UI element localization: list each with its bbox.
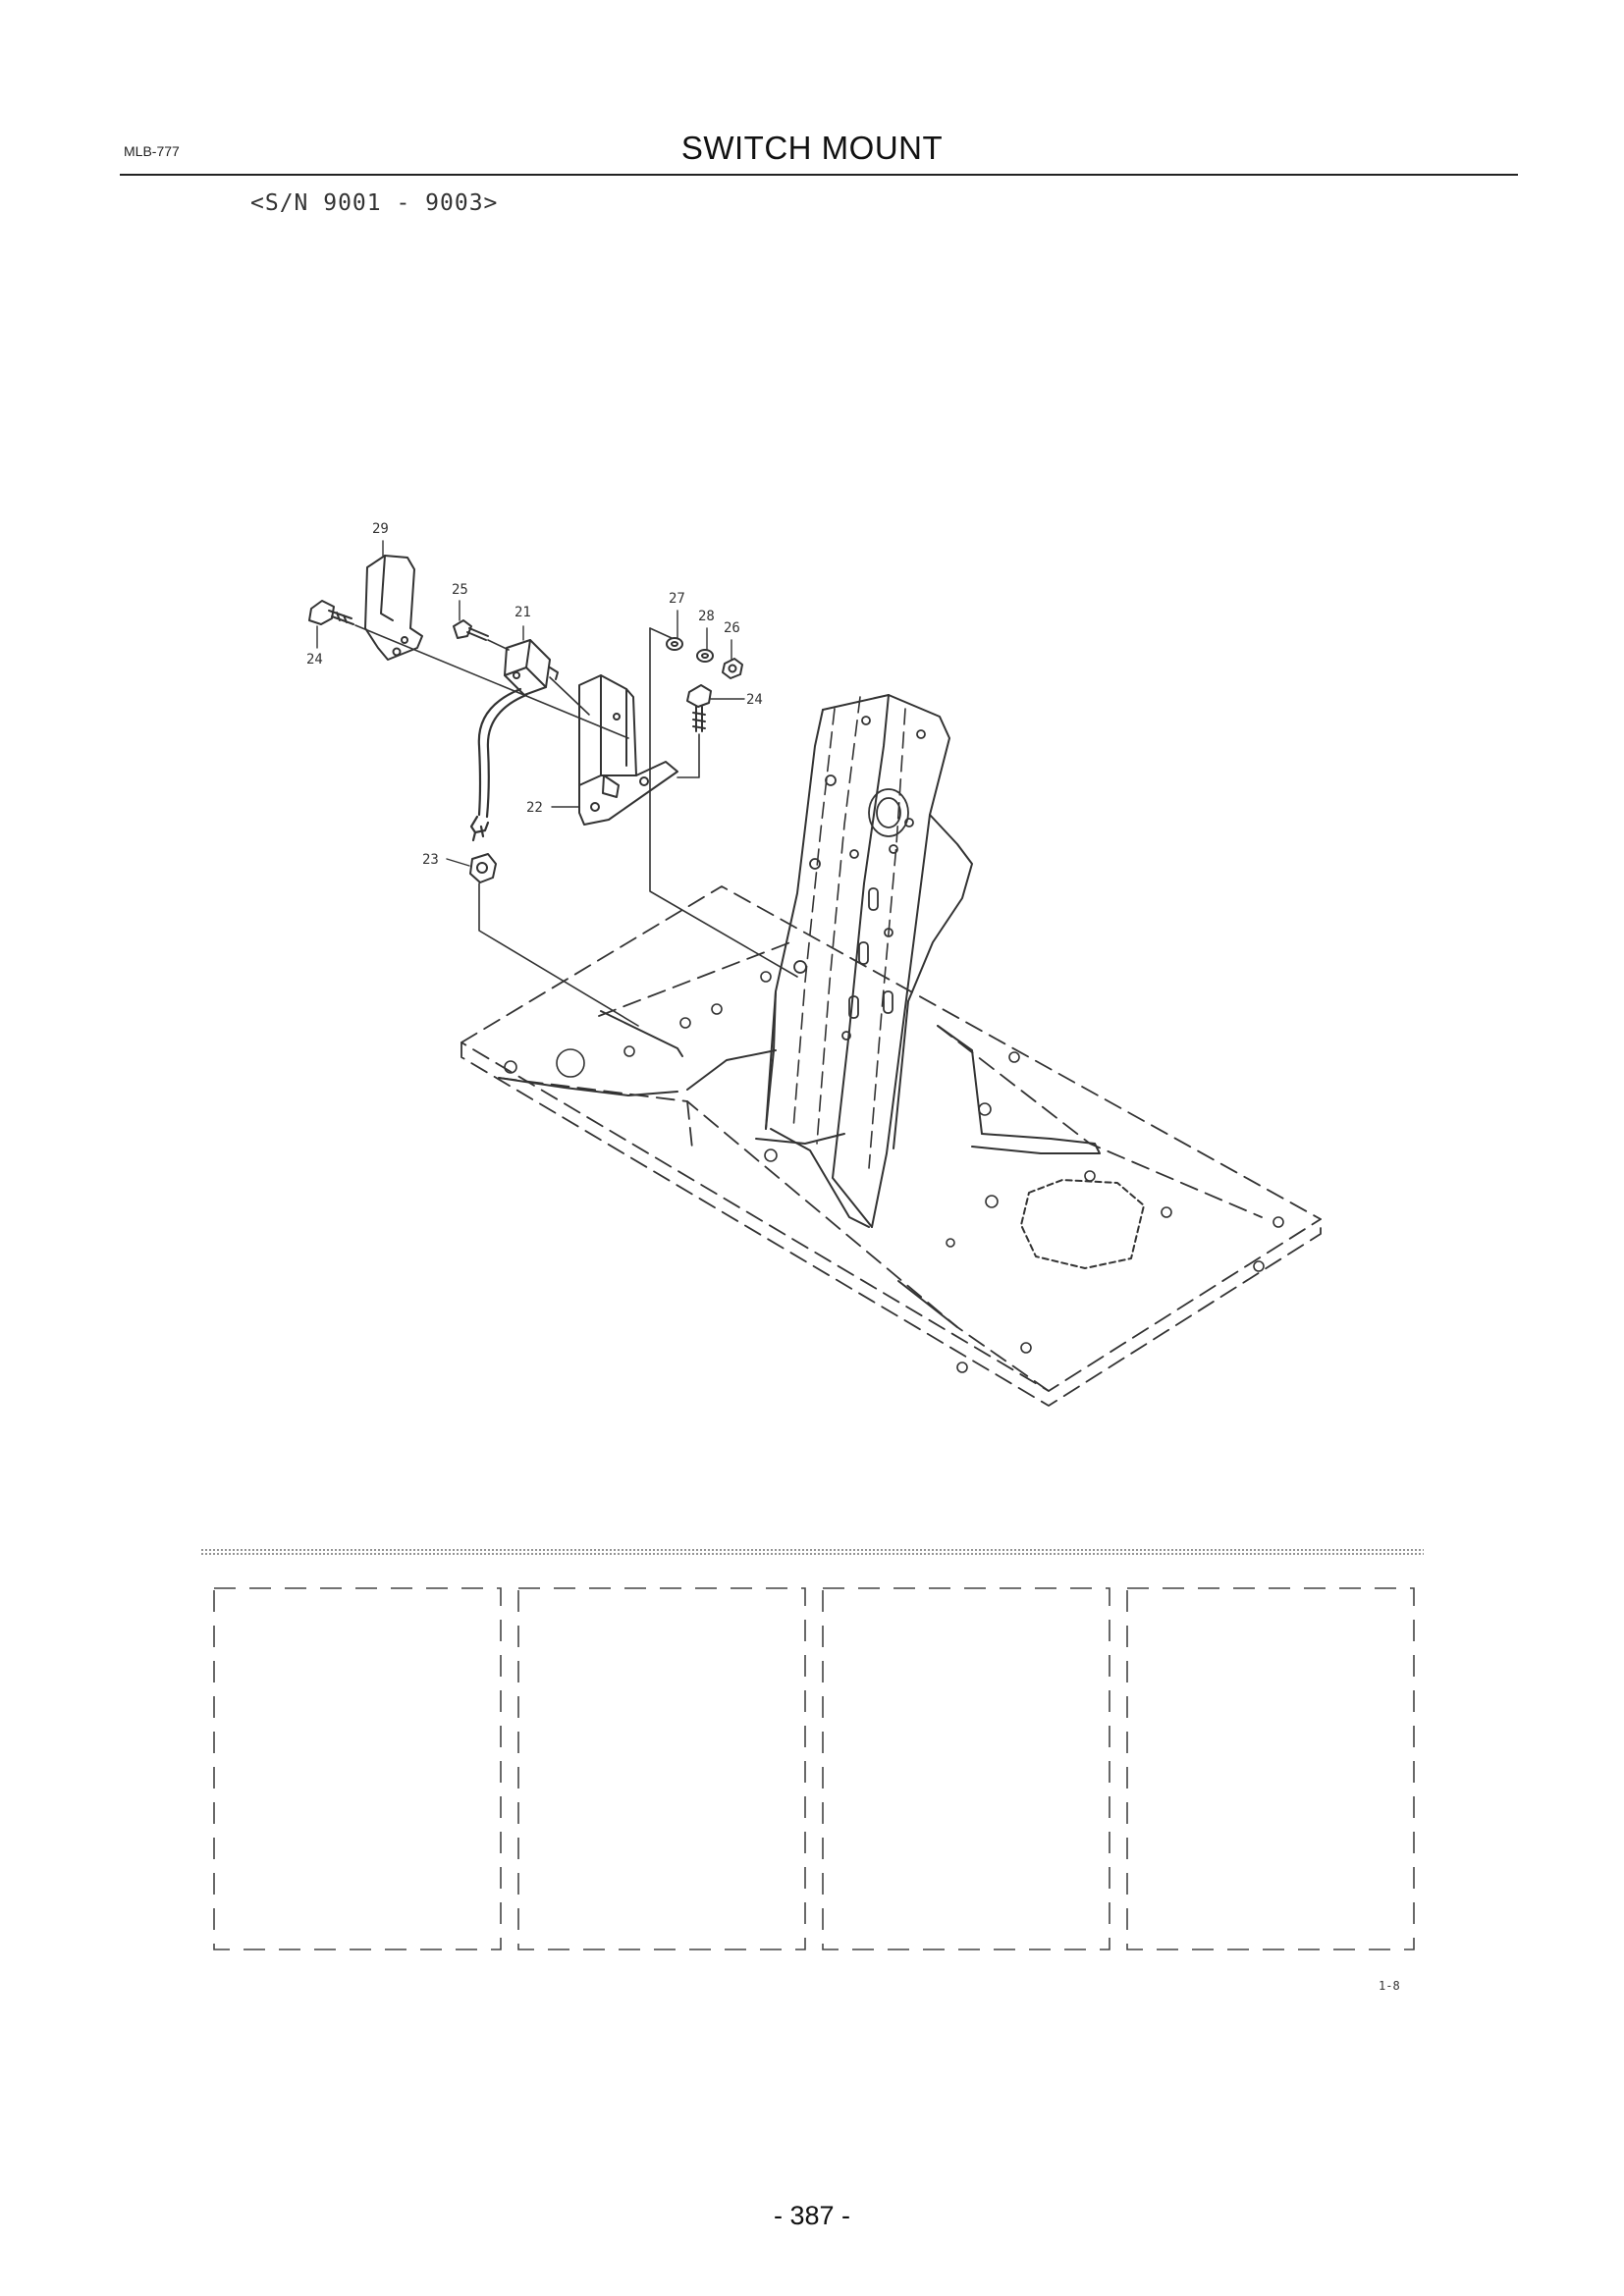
bolt-25 bbox=[453, 619, 489, 641]
blank-box-2 bbox=[517, 1587, 806, 1950]
washer-28 bbox=[696, 649, 714, 663]
callout-22: 22 bbox=[526, 800, 543, 816]
floor-plate bbox=[460, 885, 1322, 1407]
callout-labels: 29 25 21 27 28 26 24 24 22 23 bbox=[306, 521, 763, 868]
floor-holes bbox=[504, 971, 1284, 1373]
bolt-24-left bbox=[308, 600, 354, 625]
hex-cutout bbox=[1020, 1179, 1145, 1269]
nut-23 bbox=[469, 853, 497, 883]
callout-24-left: 24 bbox=[306, 652, 323, 667]
blank-box-3 bbox=[822, 1587, 1110, 1950]
serial-range: <S/N 9001 - 9003> bbox=[250, 190, 499, 216]
blank-box-4 bbox=[1126, 1587, 1415, 1950]
callout-29: 29 bbox=[372, 521, 389, 537]
bracket-22 bbox=[578, 674, 678, 826]
callout-21: 21 bbox=[514, 605, 531, 620]
column bbox=[765, 694, 983, 1228]
blank-boxes bbox=[213, 1587, 1415, 1950]
base-brace bbox=[686, 1049, 777, 1091]
blank-box-1 bbox=[213, 1587, 502, 1950]
callout-23: 23 bbox=[422, 852, 439, 868]
title-rule bbox=[120, 174, 1518, 176]
switch-21 bbox=[504, 639, 559, 696]
separator bbox=[201, 1549, 1424, 1555]
reference-code: 1-8 bbox=[1379, 1979, 1400, 1993]
callout-24-right: 24 bbox=[746, 692, 763, 708]
floor-plate-edges bbox=[498, 1010, 1101, 1328]
bracket-29 bbox=[364, 555, 423, 661]
model-code: MLB-777 bbox=[124, 143, 180, 159]
assembly-lines bbox=[354, 624, 798, 1027]
callout-leaders bbox=[316, 540, 745, 867]
callout-26: 26 bbox=[724, 620, 740, 636]
bolt-24-right bbox=[686, 684, 712, 732]
page-title: SWITCH MOUNT bbox=[680, 130, 944, 166]
callout-27: 27 bbox=[669, 591, 685, 607]
callout-28: 28 bbox=[698, 609, 715, 624]
callout-25: 25 bbox=[452, 582, 468, 598]
washer-27 bbox=[666, 637, 683, 651]
page-number: - 387 - bbox=[773, 2201, 851, 2230]
base-brace-2 bbox=[755, 1133, 845, 1145]
nut-26 bbox=[722, 658, 743, 679]
harness-wire bbox=[469, 687, 528, 842]
column-holes bbox=[793, 716, 926, 1041]
column-dashed bbox=[792, 696, 906, 1169]
